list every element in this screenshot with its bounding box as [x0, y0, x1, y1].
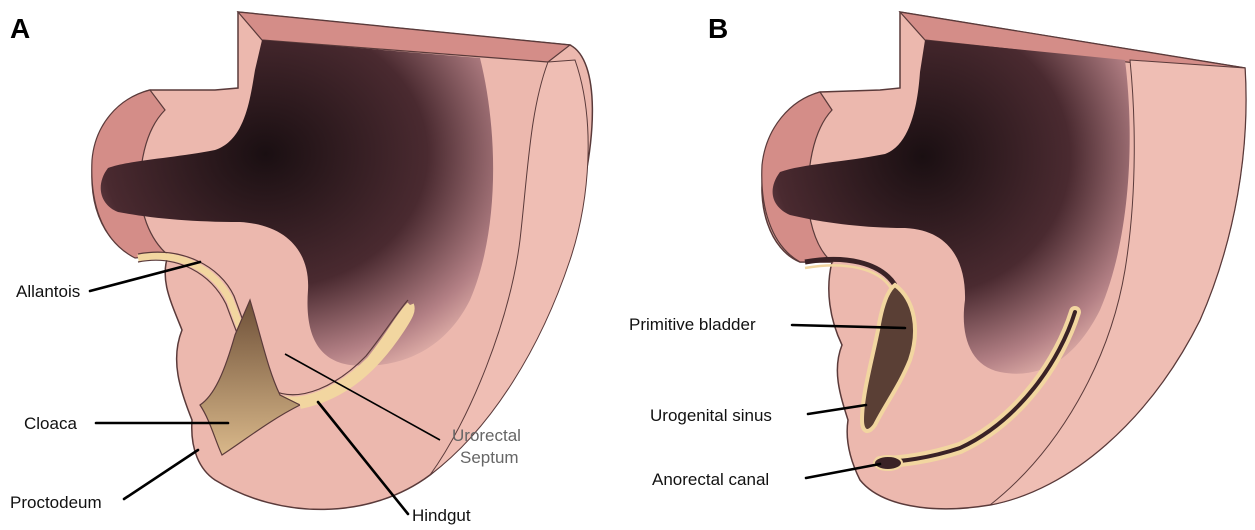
panel-b: B Primitive bladder Urogenital sinus Ano…	[629, 12, 1246, 509]
embryo-b-anorectal-opening	[874, 456, 902, 470]
proctodeum-leader	[124, 450, 198, 499]
label-hindgut: Hindgut	[412, 506, 471, 525]
label-proctodeum: Proctodeum	[10, 493, 102, 512]
label-anorectal-canal: Anorectal canal	[652, 470, 769, 489]
label-urorectal-line1: Urorectal	[452, 426, 521, 445]
label-allantois: Allantois	[16, 282, 80, 301]
panel-b-letter: B	[708, 13, 728, 44]
panel-a-letter: A	[10, 13, 30, 44]
embryo-b-illustration	[762, 12, 1246, 509]
label-primitive-bladder: Primitive bladder	[629, 315, 756, 334]
label-urorectal-line2: Septum	[460, 448, 519, 467]
label-urogenital-sinus: Urogenital sinus	[650, 406, 772, 425]
panel-a: A Allantois Cloaca	[10, 12, 592, 525]
label-cloaca: Cloaca	[24, 414, 77, 433]
